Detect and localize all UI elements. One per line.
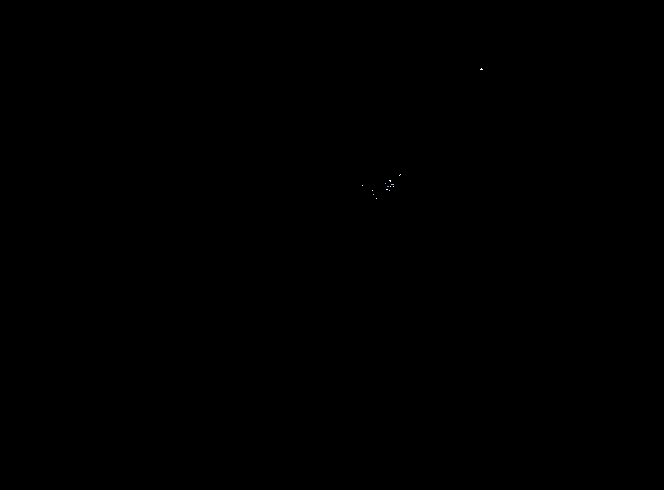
star — [362, 185, 363, 186]
star — [386, 189, 388, 190]
star — [389, 190, 390, 191]
star — [385, 183, 386, 184]
star — [399, 175, 400, 176]
star — [391, 184, 394, 185]
star — [376, 198, 377, 199]
star — [400, 174, 401, 175]
star — [372, 190, 373, 191]
star — [481, 68, 482, 69]
star — [387, 186, 389, 187]
star — [373, 194, 374, 195]
star — [390, 186, 391, 187]
star — [480, 69, 483, 70]
star — [389, 180, 391, 181]
star — [393, 186, 394, 187]
star — [390, 181, 391, 182]
